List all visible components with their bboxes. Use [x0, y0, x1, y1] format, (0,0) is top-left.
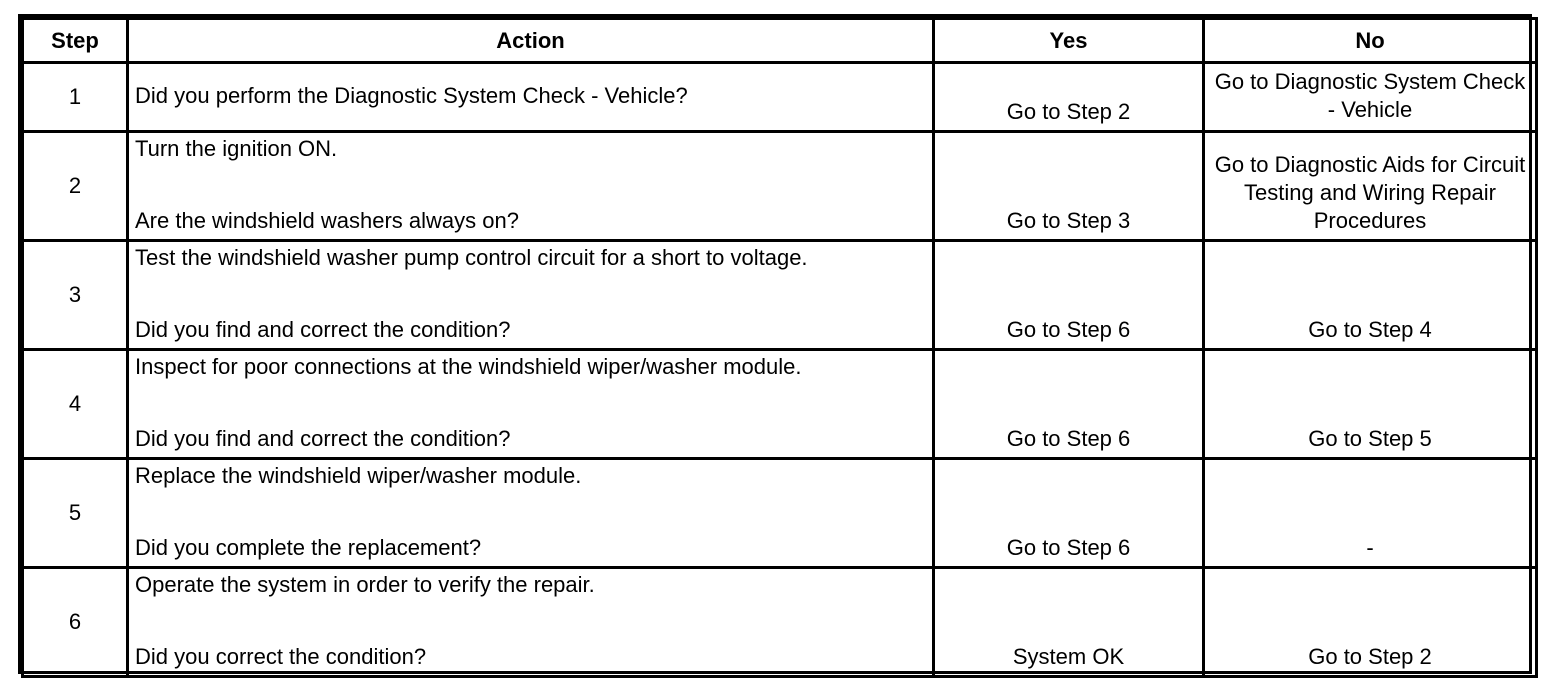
table-row: 4 Inspect for poor connections at the wi… — [21, 348, 1538, 460]
table-header-row: Step Action Yes No — [21, 17, 1538, 64]
action-instruction: Operate the system in order to verify th… — [135, 572, 595, 597]
action-instruction: Inspect for poor connections at the wind… — [135, 354, 802, 379]
yes-result: Go to Step 2 — [932, 61, 1205, 133]
step-number: 6 — [21, 566, 129, 678]
header-yes: Yes — [932, 17, 1205, 64]
no-result: Go to Step 4 — [1202, 239, 1538, 351]
step-number: 5 — [21, 457, 129, 569]
action-question: Did you find and correct the condition? — [135, 426, 511, 451]
step-number: 2 — [21, 130, 129, 242]
no-result: Go to Step 2 — [1202, 566, 1538, 678]
action-question: Did you correct the condition? — [135, 644, 427, 669]
action-instruction: Replace the windshield wiper/washer modu… — [135, 463, 582, 488]
table-row: 5 Replace the windshield wiper/washer mo… — [21, 457, 1538, 569]
diagnostic-steps-table: Step Action Yes No 1 Did you perform the… — [21, 17, 1538, 678]
action-cell: Test the windshield washer pump control … — [126, 239, 935, 351]
yes-result: Go to Step 6 — [932, 348, 1205, 460]
action-question: Did you complete the replacement? — [135, 535, 482, 560]
action-cell: Inspect for poor connections at the wind… — [126, 348, 935, 460]
action-question: Are the windshield washers always on? — [135, 208, 519, 233]
action-instruction: Turn the ignition ON. — [135, 136, 338, 161]
header-step: Step — [21, 17, 129, 64]
no-result: Go to Diagnostic System Check - Vehicle — [1202, 61, 1538, 133]
step-number: 1 — [21, 61, 129, 133]
action-cell: Operate the system in order to verify th… — [126, 566, 935, 678]
no-result: Go to Step 5 — [1202, 348, 1538, 460]
action-cell: Replace the windshield wiper/washer modu… — [126, 457, 935, 569]
step-number: 3 — [21, 239, 129, 351]
table-row: 1 Did you perform the Diagnostic System … — [21, 61, 1538, 133]
table-row: 6 Operate the system in order to verify … — [21, 566, 1538, 678]
action-cell: Turn the ignition ON. Are the windshield… — [126, 130, 935, 242]
step-number: 4 — [21, 348, 129, 460]
diagnostic-table: Step Action Yes No 1 Did you perform the… — [18, 14, 1538, 678]
action-cell: Did you perform the Diagnostic System Ch… — [126, 61, 935, 133]
yes-result: Go to Step 3 — [932, 130, 1205, 242]
yes-result: Go to Step 6 — [932, 239, 1205, 351]
header-no: No — [1202, 17, 1538, 64]
table-row: 3 Test the windshield washer pump contro… — [21, 239, 1538, 351]
table-row: 2 Turn the ignition ON. Are the windshie… — [21, 130, 1538, 242]
no-result: - — [1202, 457, 1538, 569]
no-result: Go to Diagnostic Aids for Circuit Testin… — [1202, 130, 1538, 242]
action-instruction: Test the windshield washer pump control … — [135, 245, 808, 270]
action-question: Did you find and correct the condition? — [135, 317, 511, 342]
action-question: Did you perform the Diagnostic System Ch… — [135, 83, 688, 108]
yes-result: Go to Step 6 — [932, 457, 1205, 569]
header-action: Action — [126, 17, 935, 64]
yes-result: System OK — [932, 566, 1205, 678]
